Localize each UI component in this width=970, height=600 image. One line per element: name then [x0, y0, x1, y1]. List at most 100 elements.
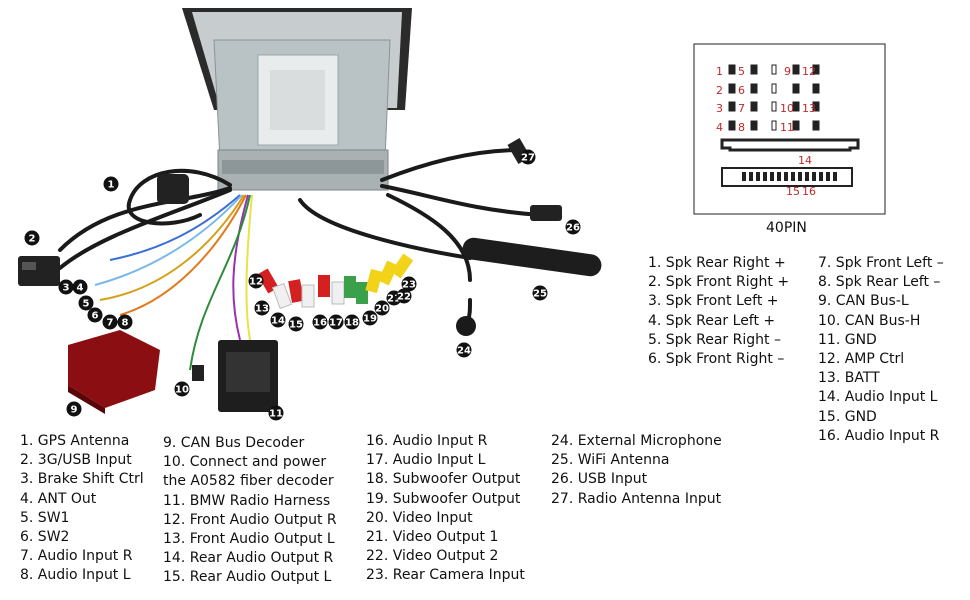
legend-item: 16. Audio Input R: [366, 433, 488, 449]
legend-col2: 9. CAN Bus Decoder 10. Connect and power…: [163, 434, 353, 588]
callout-label: 2: [29, 234, 36, 245]
callout-8: 8: [117, 314, 133, 330]
pin-legend-item: 16. Audio Input R: [818, 427, 940, 444]
pin-legend-item: 15. GND: [818, 408, 877, 425]
callout-label: 9: [71, 405, 78, 416]
callout-label: 22: [397, 292, 411, 303]
bus-pin-glyph: [742, 172, 746, 181]
pin-glyph: [750, 83, 758, 94]
legend-item: 11. BMW Radio Harness: [163, 492, 331, 509]
callout-19: 19: [362, 310, 378, 326]
callout-label: 3: [63, 283, 70, 294]
pin-legend-item: 14. Audio Input L: [818, 389, 938, 406]
can-bus-decoder: [68, 330, 160, 414]
legend-item: 10. Connect and power the A0582 fiber de…: [163, 454, 334, 490]
pin-12: 12: [802, 65, 816, 78]
callout-label: 11: [269, 409, 283, 420]
callout-label: 1: [108, 180, 115, 191]
pin-legend-item: 1. Spk Rear Right +: [648, 255, 786, 271]
legend-item: 27. Radio Antenna Input: [551, 490, 722, 507]
pin-14: 14: [798, 154, 812, 167]
pin-legend-item: 8. Spk Rear Left –: [818, 274, 941, 291]
pin-13: 13: [802, 102, 816, 115]
callout-label: 7: [107, 318, 114, 329]
legend-item: 1. GPS Antenna: [20, 433, 130, 449]
bus-pin-glyph: [798, 172, 802, 181]
bus-pin-glyph: [777, 172, 781, 181]
head-unit: [182, 8, 412, 191]
pin-2: 2: [716, 84, 723, 97]
pin-1: 1: [716, 65, 723, 78]
callout-14: 14: [270, 312, 286, 328]
callout-4: 4: [72, 279, 88, 295]
bus-pin-glyph: [784, 172, 788, 181]
bus-pin-glyph: [805, 172, 809, 181]
pin-legend-col2: 7. Spk Front Left – 8. Spk Rear Left – 9…: [818, 254, 944, 446]
pin-glyph: [728, 101, 736, 112]
callout-label: 21: [387, 294, 401, 305]
callout-12: 12: [248, 273, 264, 289]
callout-2: 2: [24, 230, 40, 246]
legend-item: 9. CAN Bus Decoder: [163, 435, 305, 451]
callout-15: 15: [288, 316, 304, 332]
callout-20: 20: [374, 300, 390, 316]
pin-glyph: [771, 64, 777, 75]
legend-item: 4. ANT Out: [20, 490, 97, 507]
fiber-decoder-connector: [192, 365, 204, 381]
callout-label: 25: [533, 289, 547, 300]
callout-label: 23: [402, 280, 416, 291]
cables: [58, 148, 542, 322]
pin-3: 3: [716, 102, 723, 115]
pin-legend-col1: 1. Spk Rear Right + 2. Spk Front Right +…: [648, 254, 789, 369]
callout-13: 13: [254, 300, 270, 316]
pin-glyph: [750, 64, 758, 75]
bmw-radio-harness: [218, 340, 278, 412]
pin-legend-item: 2. Spk Front Right +: [648, 274, 790, 291]
bus-pin-glyph: [770, 172, 774, 181]
callout-11: 11: [268, 405, 284, 421]
pin-11: 11: [780, 121, 794, 134]
pin-6: 6: [738, 84, 745, 97]
bus-pin-glyph: [756, 172, 760, 181]
legend-item: 26. USB Input: [551, 471, 648, 488]
pin-glyph: [771, 120, 777, 131]
legend-item: 18. Subwoofer Output: [366, 471, 521, 488]
legend-item: 5. SW1: [20, 509, 70, 526]
callout-label: 13: [255, 304, 269, 315]
thin-wires: [94, 194, 253, 371]
pin-legend-item: 12. AMP Ctrl: [818, 350, 905, 367]
legend-item: 22. Video Output 2: [366, 548, 499, 565]
usb-input-plug: [530, 205, 562, 221]
legend-col4: 24. External Microphone 25. WiFi Antenna…: [551, 432, 722, 509]
pin-glyph: [771, 101, 777, 112]
callout-label: 18: [345, 318, 359, 329]
pin-glyph: [812, 83, 820, 94]
external-microphone: [456, 316, 476, 336]
pin-legend-item: 5. Spk Rear Right –: [648, 331, 781, 348]
legend-item: 3. Brake Shift Ctrl: [20, 471, 144, 488]
pin-glyph: [792, 120, 800, 131]
gps-antenna: [157, 174, 189, 204]
pinout-title: 40PIN: [766, 220, 807, 236]
callout-label: 14: [271, 316, 285, 327]
pin-glyph: [728, 83, 736, 94]
callout-18: 18: [344, 314, 360, 330]
callout-23: 23: [401, 276, 417, 292]
callout-16: 16: [312, 314, 328, 330]
legend-item: 21. Video Output 1: [366, 528, 499, 545]
callout-26: 26: [565, 219, 581, 235]
callout-label: 6: [92, 311, 99, 322]
pin-legend-item: 9. CAN Bus-L: [818, 293, 909, 310]
callout-25: 25: [532, 285, 548, 301]
callout-label: 27: [521, 153, 535, 164]
pinout-connector: [693, 43, 886, 215]
callout-24: 24: [456, 342, 472, 358]
callout-label: 15: [289, 320, 303, 331]
bus-pin-glyph: [833, 172, 837, 181]
legend-item: 6. SW2: [20, 528, 70, 545]
bus-pin-glyph: [791, 172, 795, 181]
callout-label: 10: [175, 385, 189, 396]
pin-legend-item: 10. CAN Bus-H: [818, 312, 921, 329]
callout-7: 7: [102, 314, 118, 330]
